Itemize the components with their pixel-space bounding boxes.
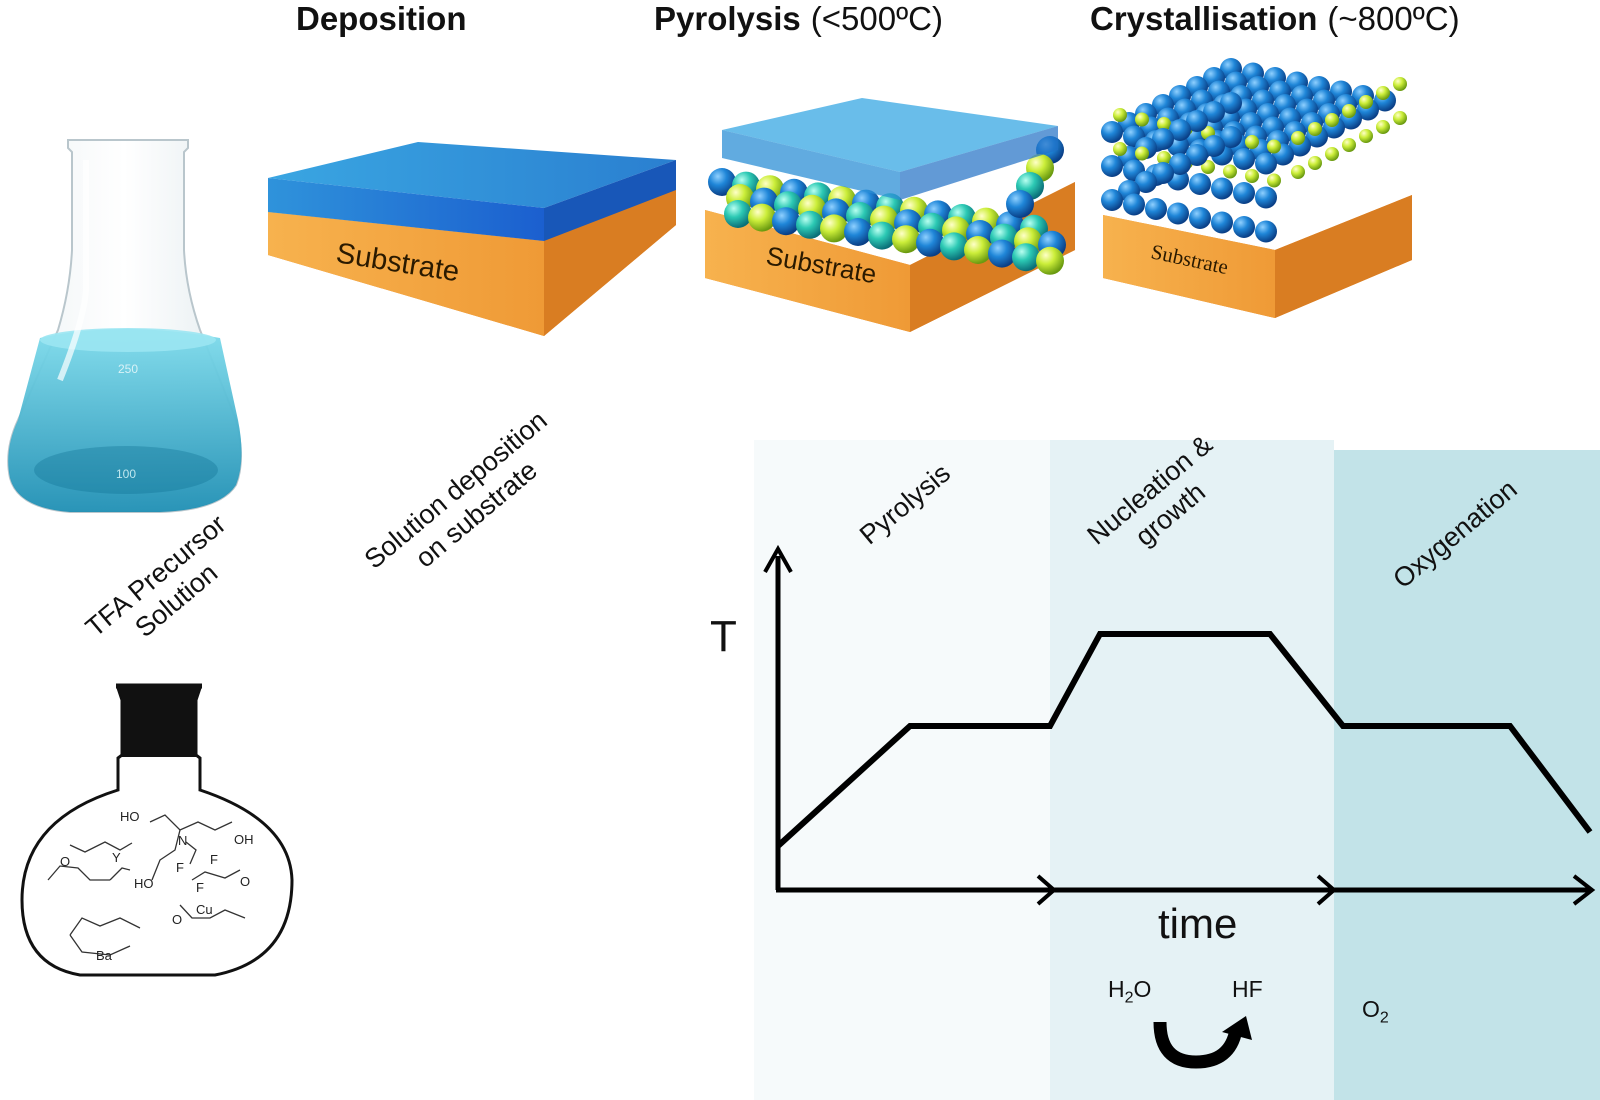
round-bottom-flask-drawing: HO N OH HO F F F O O O Y Cu Ba — [22, 686, 292, 975]
lattice-atom — [1123, 194, 1145, 216]
atom-f-3: F — [196, 880, 204, 895]
flask-mark-250: 250 — [118, 362, 138, 376]
reactant-subscript: 2 — [1125, 990, 1134, 1007]
pyrolysis-particle — [724, 200, 752, 228]
interstitial-atom — [1376, 120, 1390, 134]
interstitial-atom — [1359, 129, 1373, 143]
erlenmeyer-flask: 250 100 — [8, 140, 241, 512]
lattice-atom — [1101, 155, 1123, 177]
heading-pyrolysis-title: Pyrolysis — [654, 0, 801, 37]
atom-f-2: F — [176, 860, 184, 875]
flask-mark-100: 100 — [116, 467, 136, 481]
atom-o-1: O — [60, 854, 70, 869]
pyrolysis-particle — [868, 222, 896, 250]
interstitial-atom — [1267, 174, 1281, 188]
x-axis-label: time — [1158, 900, 1237, 948]
lattice-atom — [1255, 221, 1277, 243]
crystallisation-stack: Substrate — [1101, 58, 1412, 318]
lattice-atom — [1167, 203, 1189, 225]
atom-o-2: O — [240, 874, 250, 889]
atom-f-1: F — [210, 852, 218, 867]
pyrolysis-particle — [988, 240, 1016, 268]
interstitial-atom — [1342, 104, 1356, 118]
heading-deposition: Deposition — [296, 0, 467, 38]
deposition-stack: Substrate — [268, 142, 676, 336]
atom-ho-2: HO — [134, 876, 154, 891]
interstitial-atom — [1135, 147, 1149, 161]
lattice-atom — [1211, 212, 1233, 234]
pyrolysis-stack: Substrate — [705, 98, 1075, 332]
pyrolysis-particle — [1036, 247, 1064, 275]
atom-y: Y — [112, 850, 121, 865]
liquid-surface — [40, 328, 216, 352]
reactant-label: H2O — [1108, 976, 1151, 1008]
heading-crystallisation: Crystallisation (~800ºC) — [1090, 0, 1460, 38]
crystal-lattice — [1101, 58, 1407, 243]
phase-region-pyrolysis — [754, 440, 1050, 1100]
interstitial-atom — [1245, 169, 1259, 183]
atom-cu: Cu — [196, 902, 213, 917]
interstitial-atom — [1393, 77, 1407, 91]
oxygen-label: O2 — [1362, 996, 1389, 1028]
interstitial-atom — [1342, 138, 1356, 152]
interstitial-atom — [1267, 140, 1281, 154]
atom-oh: OH — [234, 832, 254, 847]
lattice-atom — [1189, 173, 1211, 195]
interstitial-atom — [1359, 95, 1373, 109]
atom-o-3: O — [172, 912, 182, 927]
atom-ba: Ba — [96, 948, 113, 963]
lattice-atom — [1255, 187, 1277, 209]
interstitial-atom — [1376, 86, 1390, 100]
lattice-atom — [1233, 216, 1255, 238]
heading-crystallisation-temp: (~800ºC) — [1327, 0, 1459, 37]
reactant-base: H — [1108, 976, 1125, 1002]
atom-ho-1: HO — [120, 809, 140, 824]
pyrolysis-particle — [748, 204, 776, 232]
interstitial-atom — [1308, 156, 1322, 170]
interstitial-atom — [1308, 122, 1322, 136]
interstitial-atom — [1291, 131, 1305, 145]
lattice-atom — [1145, 198, 1167, 220]
pyrolysis-particle — [796, 211, 824, 239]
oxygen-subscript: 2 — [1380, 1010, 1389, 1027]
heading-pyrolysis-temp: (<500ºC) — [811, 0, 943, 37]
interstitial-atom — [1113, 142, 1127, 156]
pyrolysis-particle — [1012, 243, 1040, 271]
lattice-atom — [1101, 189, 1123, 211]
pyrolysis-particle — [940, 232, 968, 260]
pyrolysis-particle — [916, 229, 944, 257]
y-axis-label: T — [710, 612, 737, 662]
pyrolysis-particle — [1006, 190, 1034, 218]
atom-n: N — [178, 833, 187, 848]
lattice-atom — [1233, 182, 1255, 204]
interstitial-atom — [1393, 111, 1407, 125]
lattice-atom — [1189, 207, 1211, 229]
pyrolysis-particle — [772, 207, 800, 235]
oxygen-base: O — [1362, 996, 1380, 1022]
lattice-atom — [1211, 178, 1233, 200]
product-label: HF — [1232, 976, 1263, 1003]
interstitial-atom — [1245, 135, 1259, 149]
interstitial-atom — [1113, 108, 1127, 122]
lattice-atom — [1255, 153, 1277, 175]
flask-stopper — [118, 688, 200, 757]
heading-crystallisation-title: Crystallisation — [1090, 0, 1317, 37]
interstitial-atom — [1325, 113, 1339, 127]
lattice-atom — [1101, 121, 1123, 143]
pyrolysis-particle — [844, 218, 872, 246]
pyrolysis-particle — [820, 214, 848, 242]
interstitial-atom — [1325, 147, 1339, 161]
pyrolysis-particle — [892, 225, 920, 253]
interstitial-atom — [1223, 165, 1237, 179]
heading-deposition-title: Deposition — [296, 0, 467, 37]
heading-pyrolysis: Pyrolysis (<500ºC) — [654, 0, 943, 38]
interstitial-atom — [1135, 113, 1149, 127]
interstitial-atom — [1291, 165, 1305, 179]
reactant-tail: O — [1134, 976, 1152, 1002]
pyrolysis-particle — [964, 236, 992, 264]
lattice-atom — [1233, 148, 1255, 170]
